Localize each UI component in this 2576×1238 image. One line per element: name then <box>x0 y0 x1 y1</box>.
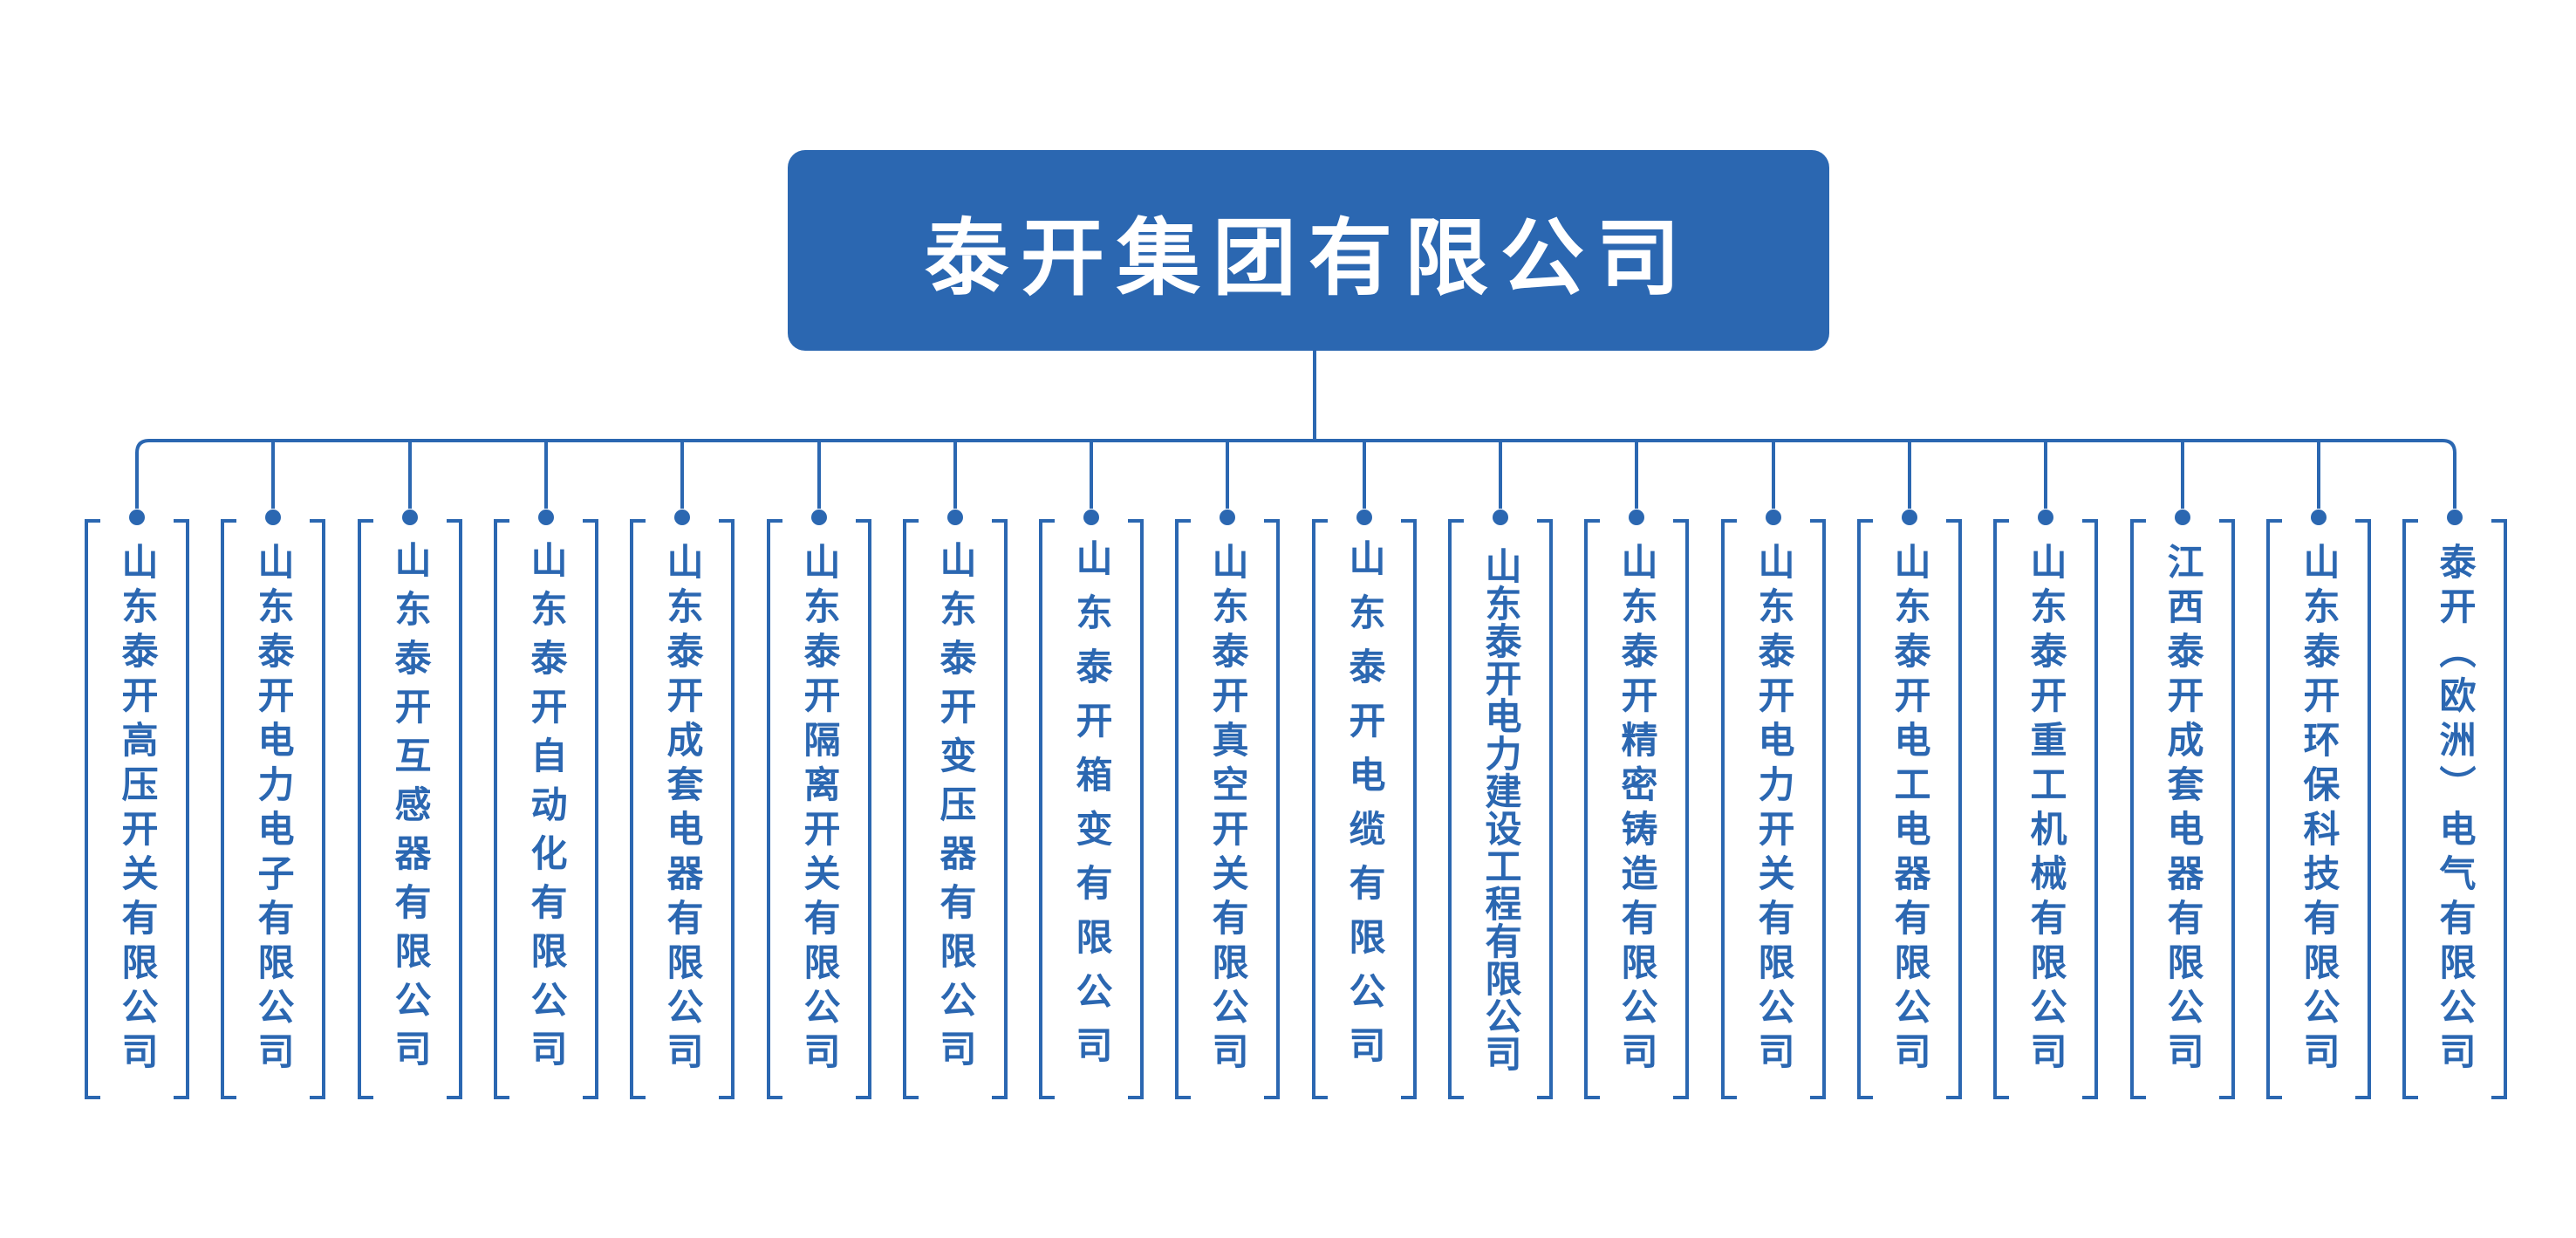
child-node: 山东泰开互感器有限公司 <box>358 519 462 1099</box>
child-node: 山东泰开精密铸造有限公司 <box>1584 519 1689 1099</box>
child-node-label: 山东泰开隔离开关有限公司 <box>798 542 841 1077</box>
child-node-label: 山东泰开电力建设工程有限公司 <box>1479 546 1522 1072</box>
connector-dot <box>402 510 418 525</box>
connector-dot <box>129 510 145 525</box>
child-node-label: 江西泰开成套电器有限公司 <box>2162 542 2204 1077</box>
connector-dot <box>1902 510 1917 525</box>
child-node: 山东泰开隔离开关有限公司 <box>767 519 871 1099</box>
child-node: 山东泰开环保科技有限公司 <box>2266 519 2371 1099</box>
connector-dot <box>2175 510 2190 525</box>
connector-dot <box>2311 510 2327 525</box>
connector-dot <box>1220 510 1235 525</box>
child-node-label: 山东泰开环保科技有限公司 <box>2298 542 2340 1077</box>
child-node: 山东泰开成套电器有限公司 <box>630 519 735 1099</box>
child-node-label: 山东泰开变压器有限公司 <box>934 540 977 1078</box>
child-node-label: 山东泰开自动化有限公司 <box>525 540 568 1078</box>
child-node: 山东泰开电力开关有限公司 <box>1721 519 1826 1099</box>
child-node: 山东泰开电力建设工程有限公司 <box>1448 519 1553 1099</box>
connector-dot <box>1083 510 1099 525</box>
connector-dot <box>947 510 963 525</box>
connector-dot <box>2038 510 2053 525</box>
child-node: 山东泰开电工电器有限公司 <box>1857 519 1962 1099</box>
child-node-label: 山东泰开电缆有限公司 <box>1343 538 1386 1080</box>
child-node: 山东泰开重工机械有限公司 <box>1993 519 2098 1099</box>
child-node-label: 泰开（欧洲）电气有限公司 <box>2434 542 2477 1077</box>
child-node-label: 山东泰开互感器有限公司 <box>389 540 432 1078</box>
child-node-label: 山东泰开电力开关有限公司 <box>1753 542 1795 1077</box>
child-node: 山东泰开电力电子有限公司 <box>221 519 325 1099</box>
child-node-label: 山东泰开真空开关有限公司 <box>1206 542 1249 1077</box>
child-node: 山东泰开电缆有限公司 <box>1312 519 1417 1099</box>
child-node: 泰开（欧洲）电气有限公司 <box>2402 519 2507 1099</box>
connector-dot <box>1493 510 1508 525</box>
child-node-label: 山东泰开重工机械有限公司 <box>2025 542 2067 1077</box>
child-node-label: 山东泰开成套电器有限公司 <box>661 542 704 1077</box>
connector-dot <box>1629 510 1644 525</box>
child-node: 山东泰开自动化有限公司 <box>494 519 598 1099</box>
child-node: 江西泰开成套电器有限公司 <box>2130 519 2235 1099</box>
child-node: 山东泰开高压开关有限公司 <box>85 519 189 1099</box>
connector-dot <box>1766 510 1781 525</box>
child-node: 山东泰开变压器有限公司 <box>903 519 1008 1099</box>
connector-dot <box>1356 510 1372 525</box>
root-node-label: 泰开集团有限公司 <box>925 209 1692 307</box>
child-node-label: 山东泰开电工电器有限公司 <box>1889 542 1931 1077</box>
connector-dot <box>674 510 690 525</box>
connector-dot <box>538 510 554 525</box>
connector-dot <box>811 510 827 525</box>
connector-dot <box>265 510 281 525</box>
connector-dot <box>2447 510 2463 525</box>
child-node: 山东泰开真空开关有限公司 <box>1175 519 1280 1099</box>
horizontal-bus-line <box>135 439 2456 509</box>
child-node-label: 山东泰开高压开关有限公司 <box>116 542 159 1077</box>
child-node-label: 山东泰开电力电子有限公司 <box>252 542 295 1077</box>
child-node-label: 山东泰开箱变有限公司 <box>1070 538 1113 1080</box>
child-node: 山东泰开箱变有限公司 <box>1039 519 1144 1099</box>
root-node: 泰开集团有限公司 <box>788 150 1829 351</box>
child-node-label: 山东泰开精密铸造有限公司 <box>1616 542 1658 1077</box>
